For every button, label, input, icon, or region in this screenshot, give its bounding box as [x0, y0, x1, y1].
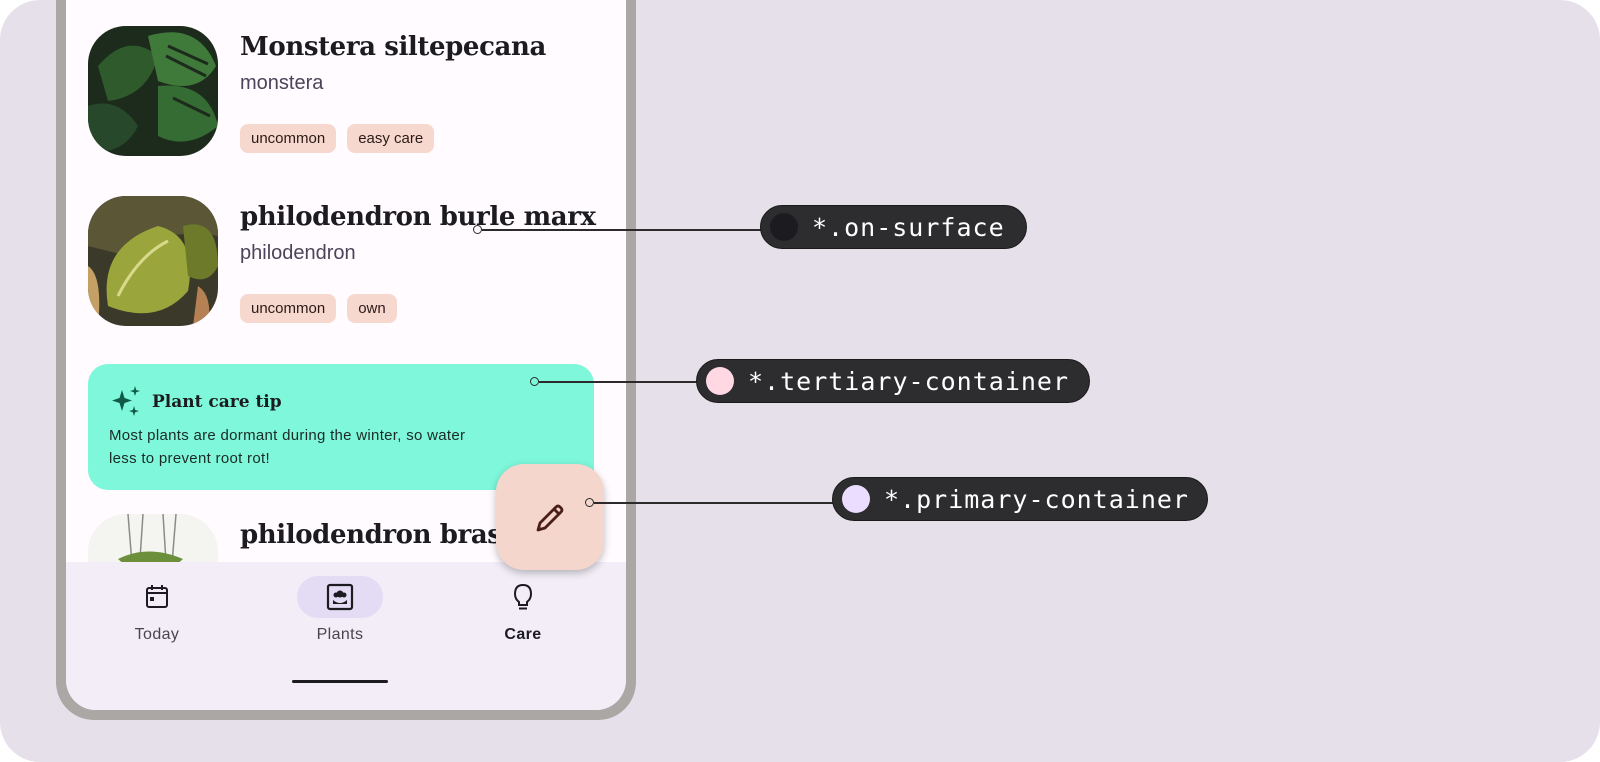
- nav-item-care[interactable]: Care: [443, 576, 603, 656]
- annotation-anchor: [473, 225, 482, 234]
- annotation-leader: [594, 502, 834, 504]
- tip-title: Plant care tip: [152, 392, 282, 412]
- tag-chip[interactable]: uncommon: [240, 124, 337, 153]
- nav-label: Plants: [316, 626, 364, 643]
- calendar-icon: [146, 585, 168, 608]
- plant-name: Monstera siltepecana: [240, 32, 546, 62]
- plant-photo: [88, 26, 218, 156]
- color-swatch: [706, 367, 734, 395]
- plant-name: philodendron burle marx: [240, 202, 596, 232]
- plant-frame-icon: [326, 583, 354, 611]
- annotation-label: *.tertiary-container: [748, 366, 1070, 396]
- bottom-navigation-bar: Today Plants: [66, 562, 626, 710]
- annotation-leader: [482, 229, 762, 231]
- nav-label: Care: [504, 626, 542, 643]
- tag-list: uncommon own: [240, 294, 397, 323]
- gesture-home-bar[interactable]: [292, 680, 388, 683]
- sparkle-icon: [112, 386, 140, 416]
- tag-list: uncommon easy care: [240, 124, 435, 153]
- annotation-anchor: [585, 498, 594, 507]
- edit-fab-button[interactable]: [496, 464, 604, 570]
- plant-photo: [88, 196, 218, 326]
- annotation-anchor: [530, 377, 539, 386]
- annotation-tertiary-container: *.tertiary-container: [696, 359, 1090, 403]
- pencil-icon: [536, 504, 564, 532]
- tip-body: Most plants are dormant during the winte…: [109, 427, 466, 467]
- list-item[interactable]: Monstera siltepecana monstera uncommon e…: [88, 26, 608, 166]
- lightbulb-icon: [513, 583, 533, 610]
- tag-chip[interactable]: easy care: [347, 124, 435, 153]
- annotation-label: *.on-surface: [812, 212, 1005, 242]
- nav-item-plants[interactable]: Plants: [260, 576, 420, 656]
- tag-chip[interactable]: own: [347, 294, 397, 323]
- tag-chip[interactable]: uncommon: [240, 294, 337, 323]
- list-item[interactable]: philodendron burle marx philodendron unc…: [88, 196, 608, 336]
- plant-genus: philodendron: [240, 242, 356, 264]
- nav-indicator: [114, 576, 200, 618]
- nav-indicator: [297, 576, 383, 618]
- plant-genus: monstera: [240, 72, 324, 94]
- phone-screen: Monstera siltepecana monstera uncommon e…: [66, 0, 626, 710]
- annotation-leader: [539, 381, 699, 383]
- nav-indicator: [480, 576, 566, 618]
- annotation-primary-container: *.primary-container: [832, 477, 1208, 521]
- annotation-label: *.primary-container: [884, 484, 1189, 514]
- nav-label: Today: [134, 626, 180, 643]
- color-swatch: [842, 485, 870, 513]
- plant-name: philodendron brasil: [240, 520, 521, 550]
- nav-item-today[interactable]: Today: [77, 576, 237, 656]
- color-swatch: [770, 213, 798, 241]
- annotation-on-surface: *.on-surface: [760, 205, 1027, 249]
